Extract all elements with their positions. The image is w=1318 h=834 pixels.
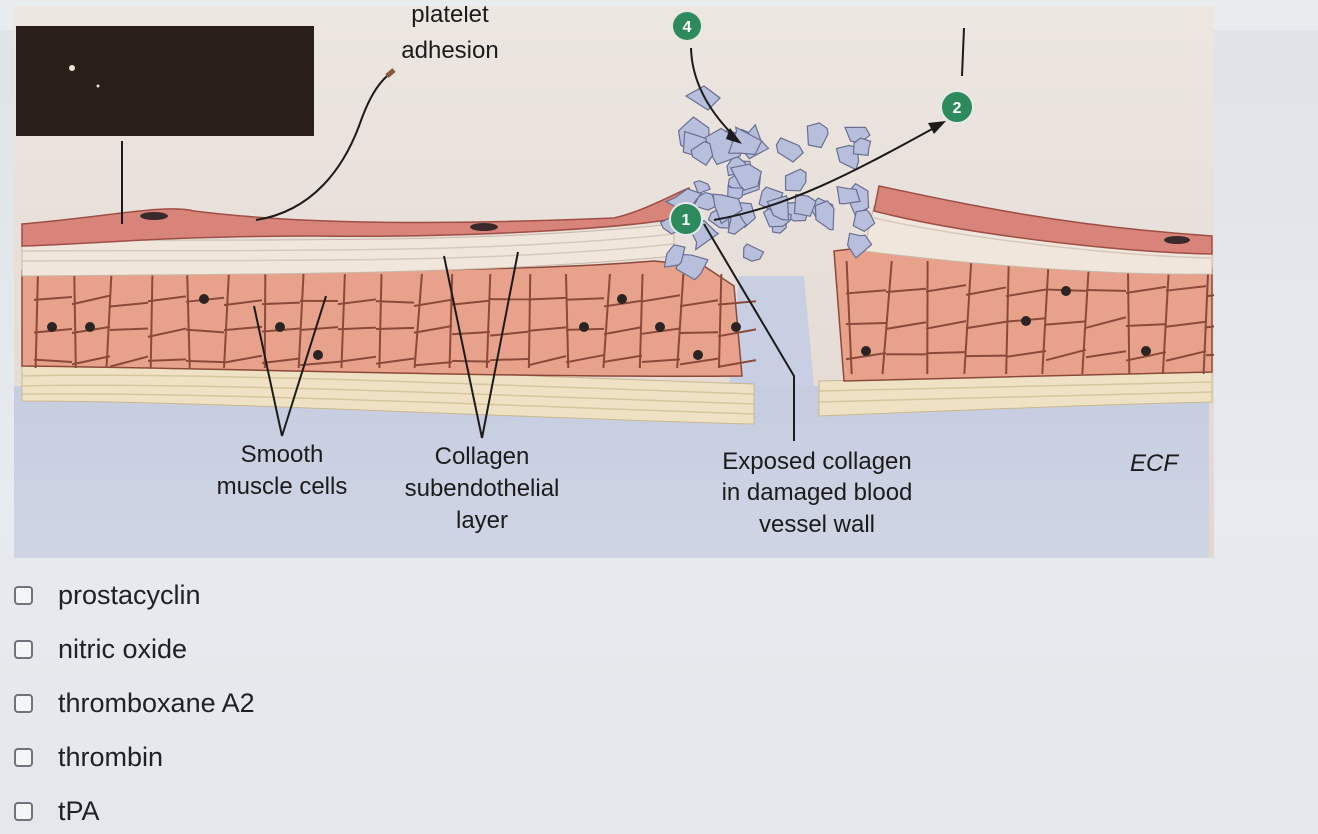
label-smooth-muscle-2: muscle cells [217, 473, 348, 500]
checkbox-prostacyclin[interactable] [14, 585, 33, 605]
option-nitric-oxide[interactable]: nitric oxide [14, 629, 187, 669]
checkbox-thromboxane-a2[interactable] [14, 693, 33, 713]
hidden-label-box [16, 26, 314, 136]
checkbox-nitric-oxide[interactable] [14, 639, 33, 659]
label-exposed-2: in damaged blood [722, 479, 913, 506]
label-collagen-2: subendothelial [405, 475, 560, 502]
label-collagen-1: Collagen [435, 443, 530, 470]
step-badge-1: 1 [669, 202, 703, 236]
checkbox-tpa[interactable] [14, 801, 33, 821]
step-badge-4: 4 [673, 12, 701, 40]
hemostasis-figure: 4 2 1 platelet adhesion Smooth muscle ce… [14, 6, 1214, 558]
option-label: tPA [58, 795, 100, 826]
option-label: nitric oxide [58, 633, 188, 664]
checkbox-thrombin[interactable] [14, 747, 33, 767]
step-badge-2: 2 [940, 90, 974, 124]
label-exposed-3: vessel wall [759, 511, 875, 538]
option-label: prostacyclin [58, 579, 201, 610]
label-exposed-1: Exposed collagen [722, 448, 911, 475]
svg-text:2: 2 [953, 100, 962, 117]
label-collagen-3: layer [456, 507, 508, 534]
label-platelet: platelet [411, 6, 489, 28]
svg-text:4: 4 [683, 19, 692, 36]
label-ecf: ECF [1130, 450, 1179, 477]
option-thrombin[interactable]: thrombin [14, 737, 163, 777]
svg-text:1: 1 [682, 212, 691, 229]
option-label: thromboxane A2 [58, 687, 255, 718]
label-smooth-muscle-1: Smooth [241, 441, 324, 468]
option-thromboxane-a2[interactable]: thromboxane A2 [14, 683, 255, 723]
option-label: thrombin [58, 741, 164, 772]
label-adhesion: adhesion [401, 37, 498, 64]
option-tpa[interactable]: tPA [14, 791, 100, 831]
option-prostacyclin[interactable]: prostacyclin [14, 575, 201, 615]
